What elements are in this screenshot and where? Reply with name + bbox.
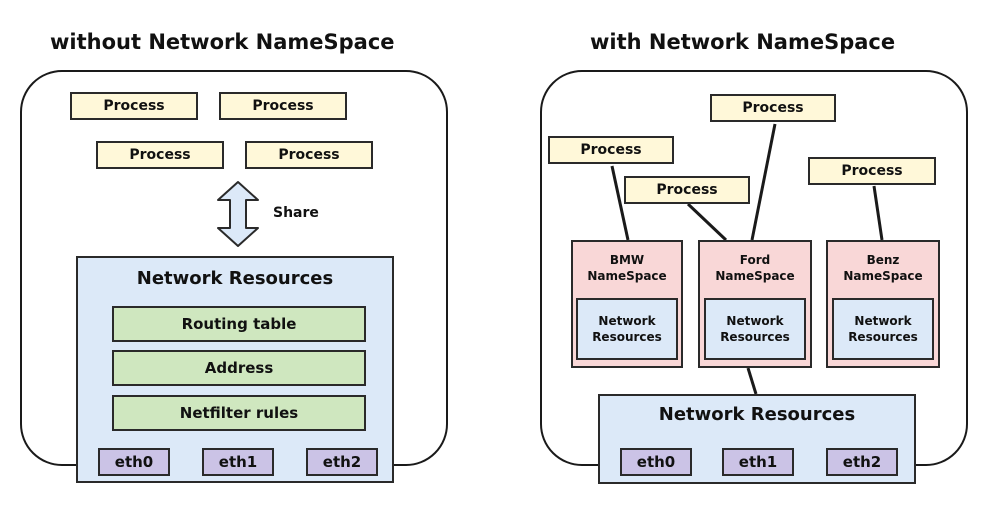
left-process-box-4: Process — [245, 141, 373, 169]
right-eth1-interface: eth1 — [722, 448, 794, 476]
right-process-box-benz: Process — [808, 157, 936, 185]
right-eth2-interface: eth2 — [826, 448, 898, 476]
ford-process-connector-2 — [750, 123, 777, 241]
right-eth0-interface: eth0 — [620, 448, 692, 476]
right-process-box-top: Process — [710, 94, 836, 122]
share-label: Share — [273, 205, 319, 221]
left-diagram-title: without Network NameSpace — [50, 30, 395, 54]
right-process-box-bmw: Process — [548, 136, 674, 164]
ford-network-resources-box: Network Resources — [704, 298, 806, 360]
ford-process-connector-1 — [686, 202, 728, 242]
right-diagram-title: with Network NameSpace — [590, 30, 896, 54]
address-box: Address — [112, 350, 366, 386]
bmw-network-resources-box: Network Resources — [576, 298, 678, 360]
benz-namespace-label: Benz NameSpace — [843, 253, 923, 283]
routing-table-box: Routing table — [112, 306, 366, 342]
share-arrow-icon — [217, 181, 259, 247]
left-eth1-interface: eth1 — [202, 448, 274, 476]
left-eth0-interface: eth0 — [98, 448, 170, 476]
ford-network-connector — [746, 367, 758, 395]
right-process-box-ford: Process — [624, 176, 750, 204]
left-eth2-interface: eth2 — [306, 448, 378, 476]
benz-network-resources-box: Network Resources — [832, 298, 934, 360]
ford-namespace-label: Ford NameSpace — [715, 253, 795, 283]
left-process-box-1: Process — [70, 92, 198, 120]
bmw-process-connector — [610, 165, 630, 241]
netfilter-rules-box: Netfilter rules — [112, 395, 366, 431]
left-process-box-3: Process — [96, 141, 224, 169]
left-network-resources-title: Network Resources — [136, 268, 334, 289]
left-process-box-2: Process — [219, 92, 347, 120]
benz-process-connector — [872, 185, 884, 241]
bmw-namespace-label: BMW NameSpace — [587, 253, 667, 283]
right-network-resources-title: Network Resources — [658, 404, 856, 425]
